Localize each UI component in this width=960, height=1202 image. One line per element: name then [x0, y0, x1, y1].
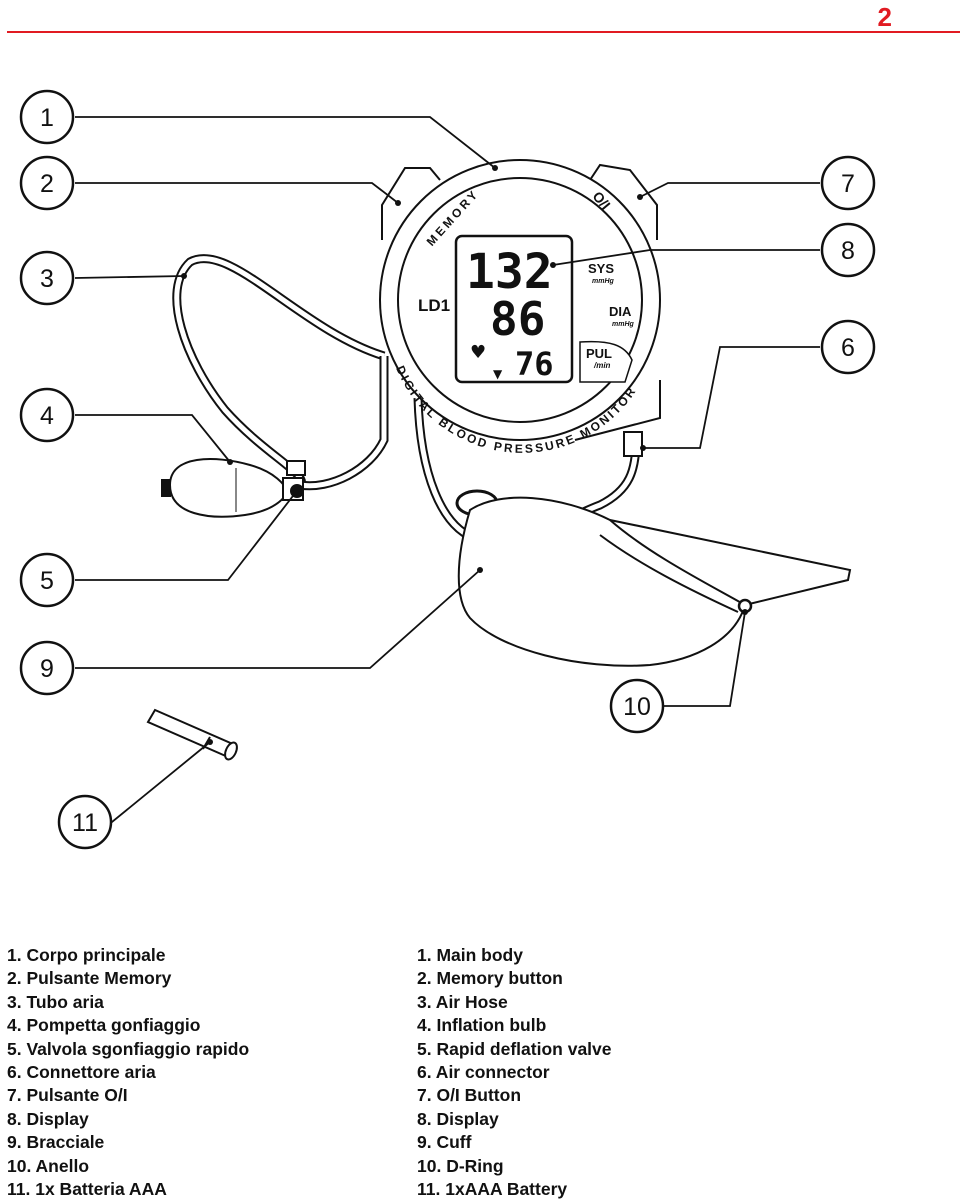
legend-item: 2. Memory button [417, 968, 563, 989]
legend-item: 8. Display [7, 1108, 89, 1129]
legend-item: 4. Inflation bulb [417, 1015, 547, 1036]
legend-item: 6. Air connector [417, 1062, 550, 1083]
header-rule [7, 31, 960, 33]
legend-item: 3. Air Hose [417, 991, 508, 1012]
callout-9: 9 [40, 655, 54, 683]
sys-value: 132 [466, 244, 553, 300]
legend-item: 10. Anello [7, 1155, 90, 1176]
pul-label: PUL [586, 346, 612, 361]
sys-label: SYS [588, 261, 614, 276]
sys-unit: mmHg [592, 278, 615, 285]
callout-4: 4 [40, 402, 54, 430]
pul-value: 76 [515, 345, 554, 383]
legend-item: 11. 1x Batteria AAA [7, 1179, 167, 1200]
pul-unit: /min [593, 361, 611, 370]
callout-7: 7 [841, 170, 855, 198]
legend-item: 1. Main body [417, 945, 523, 965]
legend-item: 7. Pulsante O/I [7, 1085, 128, 1106]
legend-item: 11. 1xAAA Battery [417, 1179, 568, 1200]
callout-2: 2 [40, 170, 54, 198]
legend-item: 4. Pompetta gonfiaggio [7, 1015, 201, 1036]
legend-item: 2. Pulsante Memory [7, 968, 172, 989]
callout-1: 1 [40, 104, 54, 132]
device-diagram: MEMORY O/I LD1 DIGITAL BLOOD PRESSURE MO… [19, 89, 876, 850]
page-number: 2 [877, 2, 892, 32]
callout-3: 3 [40, 265, 54, 293]
legend-italian: 1. Corpo principale 2. Pulsante Memory 3… [7, 944, 249, 1201]
legend-item: 3. Tubo aria [7, 991, 104, 1012]
legend-item: 5. Valvola sgonfiaggio rapido [7, 1038, 250, 1059]
legend-item: 6. Connettore aria [7, 1062, 156, 1083]
cuff [455, 489, 852, 667]
legend-item: 9. Bracciale [7, 1132, 105, 1153]
dia-value: 86 [490, 292, 545, 346]
aaa-battery [146, 708, 238, 761]
legend-english: 1. Main body 2. Memory button 3. Air Hos… [417, 944, 612, 1201]
legend-item: 5. Rapid deflation valve [417, 1038, 612, 1059]
dia-unit: mmHg [612, 321, 635, 328]
callout-11: 11 [72, 809, 98, 837]
callout-6: 6 [841, 334, 855, 362]
legend-item: 7. O/I Button [417, 1085, 522, 1106]
callout-8: 8 [841, 237, 855, 265]
main-body [379, 159, 661, 457]
legend-item: 10. D-Ring [417, 1155, 504, 1176]
dia-label: DIA [609, 304, 632, 319]
callout-5: 5 [40, 567, 54, 595]
callout-10: 10 [623, 693, 651, 721]
air-hose [172, 254, 386, 489]
legend-item: 1. Corpo principale [7, 945, 166, 965]
heart-icon: ♥ [470, 342, 486, 363]
memory-arrow-icon: ▼ [493, 367, 503, 381]
legend-item: 9. Cuff [417, 1132, 472, 1153]
legend-item: 8. Display [417, 1108, 499, 1129]
brand-label: LD1 [418, 296, 450, 315]
